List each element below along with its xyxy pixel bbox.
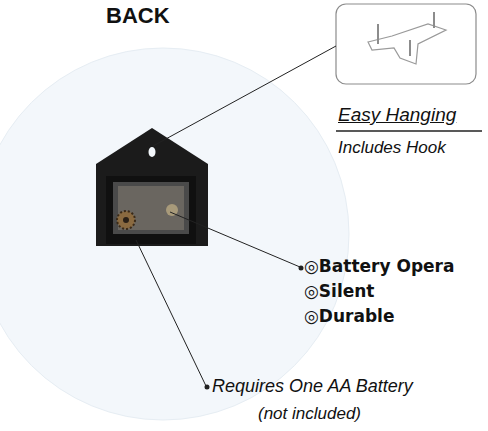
hanger-hole [149,147,156,157]
feature-item: ◎Durable [304,307,394,327]
leader-dot [205,385,210,390]
feature-item: ◎Battery Opera [304,257,454,277]
leader-line [153,46,336,146]
hook-pin [409,40,411,56]
leader-dot [299,266,304,271]
separator-line [336,130,482,132]
feature-note: Includes Hook [338,138,446,158]
clock-face [0,48,349,420]
battery-note: Requires One AA Battery [212,376,413,397]
battery-note: (not included) [258,404,361,424]
movement-mechanism [118,186,184,230]
hook-pin [377,24,379,44]
setting-gear [117,211,135,229]
leader-line [170,212,300,267]
clock-movement [106,176,196,244]
gear-center [123,217,129,223]
hanging-hook [368,24,446,64]
feature-heading: Easy Hanging [338,104,456,126]
leader-line [136,240,206,386]
feature-item: ◎Silent [304,282,375,302]
heading: BACK [106,3,170,28]
hook-inset-box [336,4,476,84]
movement-window [113,182,189,234]
hook-pin [433,12,435,28]
hanger-plate [96,128,208,246]
